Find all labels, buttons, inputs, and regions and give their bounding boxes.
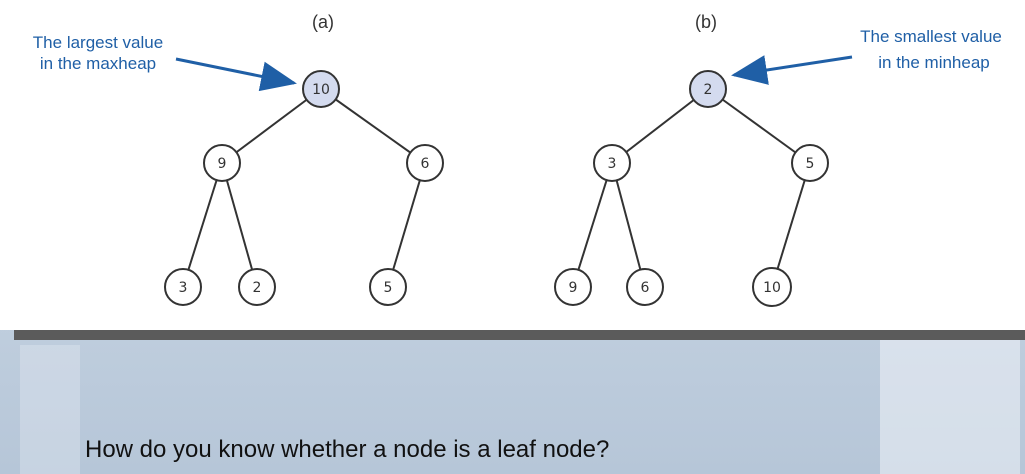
svg-text:3: 3	[608, 156, 617, 172]
maxheap-node-left: 9	[203, 144, 241, 182]
svg-text:9: 9	[569, 280, 578, 296]
arrow-to-max	[175, 57, 297, 92]
arrow-to-min	[731, 55, 853, 85]
question-text: How do you know whether a node is a leaf…	[85, 436, 610, 463]
svg-text:6: 6	[641, 280, 650, 296]
figure-shadow	[14, 328, 1025, 340]
minheap-node-right: 5	[791, 144, 829, 182]
figure-label-a: (a)	[312, 12, 334, 32]
annotation-smallest-line2: in the minheap	[878, 53, 990, 72]
svg-text:5: 5	[384, 280, 393, 296]
maxheap-edges	[182, 88, 426, 288]
maxheap-node-right: 6	[406, 144, 444, 182]
minheap-leaf-node: 6	[626, 268, 664, 306]
svg-text:3: 3	[179, 280, 188, 296]
minheap-leaf-node: 10	[752, 267, 792, 307]
minheap-leaf-node: 9	[554, 268, 592, 306]
svg-text:2: 2	[253, 280, 262, 296]
svg-text:2: 2	[704, 82, 713, 98]
minheap-edges	[572, 88, 811, 288]
svg-text:6: 6	[421, 156, 430, 172]
minheap-node-left: 3	[593, 144, 631, 182]
maxheap-root-node: 10	[302, 70, 340, 108]
svg-text:10: 10	[312, 82, 330, 98]
minheap-root-node: 2	[689, 70, 727, 108]
maxheap-leaf-node: 2	[238, 268, 276, 306]
annotation-largest-line1: The largest value	[33, 33, 163, 52]
background-building	[20, 345, 80, 474]
svg-text:5: 5	[806, 156, 815, 172]
svg-text:10: 10	[763, 280, 781, 296]
maxheap-leaf-node: 5	[369, 268, 407, 306]
annotation-smallest-line1: The smallest value	[860, 27, 1002, 46]
svg-text:9: 9	[218, 156, 227, 172]
heap-diagram: (a) (b) The largest value in the maxheap…	[33, 12, 1002, 307]
annotation-largest-line2: in the maxheap	[40, 54, 156, 73]
figure-label-b: (b)	[695, 12, 717, 32]
background-building	[880, 340, 1020, 474]
maxheap-leaf-node: 3	[164, 268, 202, 306]
